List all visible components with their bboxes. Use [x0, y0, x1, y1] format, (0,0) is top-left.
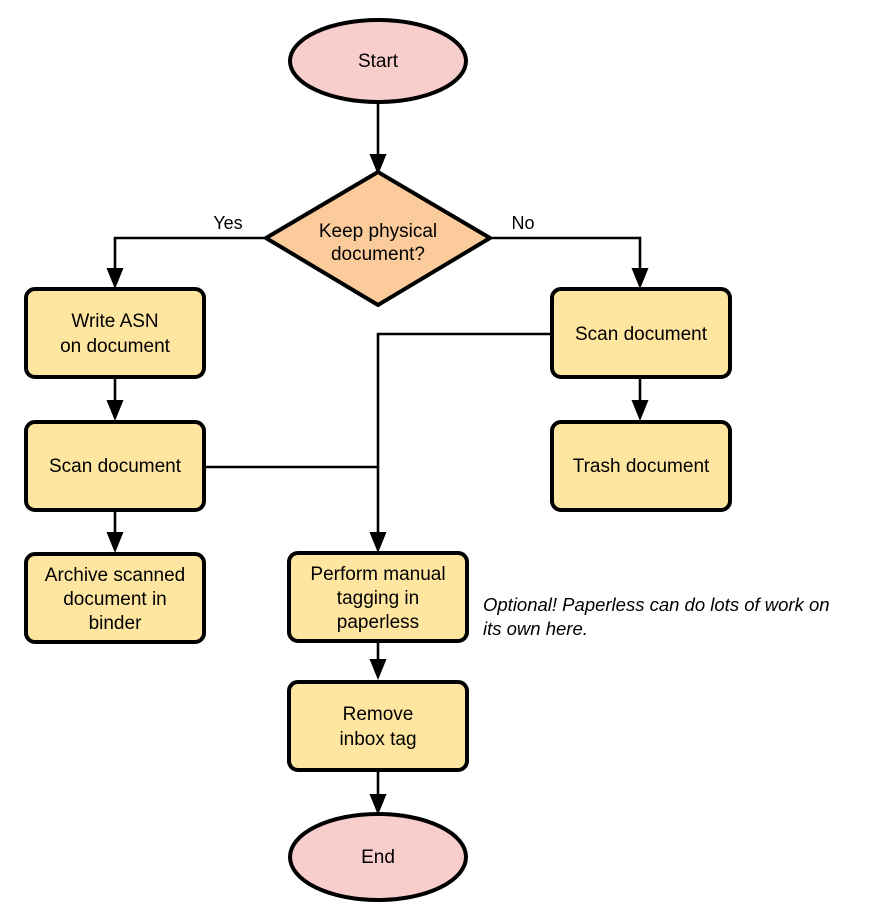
edge-scan-left-to-archive: [106, 511, 124, 553]
node-start[interactable]: Start: [288, 18, 468, 104]
edge-remove-inbox-to-end: [369, 771, 387, 815]
node-scan-document-left[interactable]: Scan document: [24, 420, 206, 512]
end-ellipse-shape: [288, 812, 468, 902]
edge-decision-no-to-scan-right: [490, 236, 649, 289]
scan-document-left-box-shape: [24, 420, 206, 512]
node-manual-tagging-label-line2: tagging in: [337, 588, 419, 609]
node-scan-document-left-label: Scan document: [49, 456, 182, 477]
remove-inbox-tag-box-shape: [287, 680, 469, 772]
node-decision-label-line1: Keep physical: [319, 221, 437, 242]
scan-document-right-box-shape: [550, 287, 732, 379]
node-remove-inbox-label-line2: inbox tag: [339, 729, 416, 750]
edge-decision-yes-to-write-asn: [106, 236, 265, 289]
node-manual-tagging-label-line3: paperless: [337, 612, 419, 633]
edge-manual-tagging-to-remove-inbox: [369, 641, 387, 680]
node-archive-label-line1: Archive scanned: [45, 565, 185, 586]
node-keep-physical-document-decision[interactable]: Keep physical document?: [264, 170, 492, 307]
edge-scan-right-to-trash: [631, 377, 649, 421]
edge-start-to-decision: [369, 102, 387, 175]
edge-write-asn-to-scan-left: [106, 377, 124, 421]
node-write-asn-label-line1: Write ASN: [71, 311, 158, 332]
node-scan-document-right-label: Scan document: [575, 324, 708, 345]
node-archive-label-line3: binder: [89, 613, 142, 634]
node-end[interactable]: End: [288, 812, 468, 902]
node-scan-document-right[interactable]: Scan document: [550, 287, 732, 379]
node-trash-document-label: Trash document: [573, 456, 710, 477]
node-start-label: Start: [358, 51, 399, 72]
node-perform-manual-tagging[interactable]: Perform manual tagging in paperless: [287, 551, 469, 643]
node-end-label: End: [361, 847, 395, 868]
annotation-line-2: its own here.: [483, 618, 588, 639]
node-archive-scanned-document[interactable]: Archive scanned document in binder: [24, 552, 206, 644]
edge-scan-right-to-manual-tagging: [369, 332, 552, 553]
write-asn-box-shape: [24, 287, 206, 379]
trash-document-box-shape: [550, 420, 732, 512]
decision-diamond-shape: [264, 170, 492, 307]
node-write-asn-label-line2: on document: [60, 336, 171, 357]
node-archive-label-line2: document in: [63, 589, 167, 610]
archive-box-shape: [24, 552, 206, 644]
node-remove-inbox-tag[interactable]: Remove inbox tag: [287, 680, 469, 772]
manual-tagging-box-shape: [287, 551, 469, 643]
edge-label-no: No: [511, 213, 534, 233]
start-ellipse-shape: [288, 18, 468, 104]
node-remove-inbox-label-line1: Remove: [343, 704, 414, 725]
node-decision-label-line2: document?: [331, 244, 425, 265]
annotation-line-1: Optional! Paperless can do lots of work …: [483, 594, 830, 615]
node-write-asn[interactable]: Write ASN on document: [24, 287, 206, 379]
node-trash-document[interactable]: Trash document: [550, 420, 732, 512]
node-manual-tagging-label-line1: Perform manual: [310, 564, 445, 585]
edge-label-yes: Yes: [213, 213, 242, 233]
annotation-optional-note: Optional! Paperless can do lots of work …: [483, 594, 830, 639]
